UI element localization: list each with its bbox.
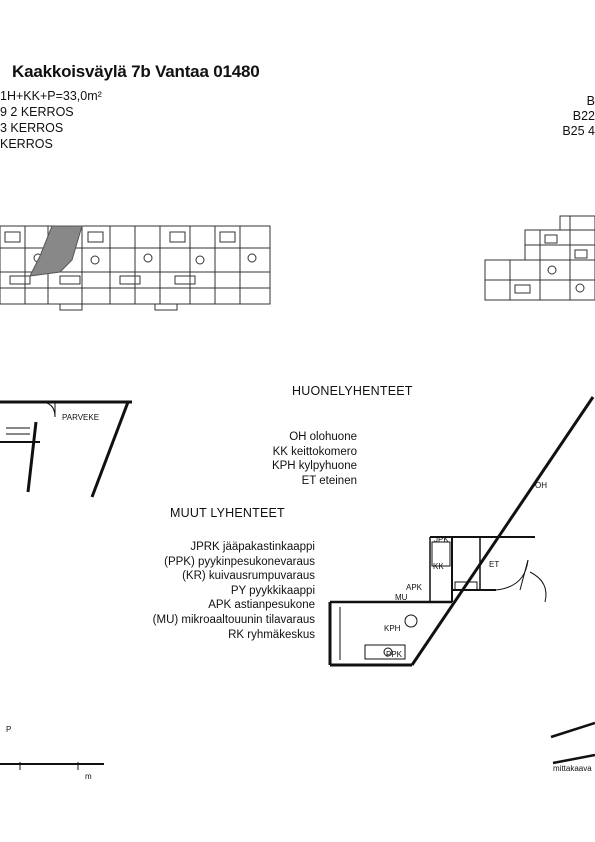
other-legend-item: (PPK) pyykinpesukonevaraus bbox=[164, 555, 315, 568]
building-floor-plan-partial bbox=[484, 215, 595, 301]
room-legend-heading: HUONELYHENTEET bbox=[292, 384, 413, 398]
microwave-label: MU bbox=[395, 593, 408, 602]
other-legend-item: RK ryhmäkeskus bbox=[228, 628, 315, 641]
other-legend-heading: MUUT LYHENTEET bbox=[170, 506, 285, 520]
kitchenette-label: KK bbox=[433, 562, 444, 571]
bathroom-label: KPH bbox=[384, 624, 401, 633]
address-title: Kaakkoisväylä 7b Vantaa 01480 bbox=[12, 62, 260, 81]
living-room-label: OH bbox=[535, 481, 547, 490]
building-floor-plan bbox=[0, 225, 271, 311]
room-legend-list: OH olohuone KK keittokomero KPH kylpyhuo… bbox=[272, 430, 357, 488]
dishwasher-label: APK bbox=[406, 583, 423, 592]
apartment-type: 1H+KK+P=33,0m² bbox=[0, 89, 102, 103]
floor-line-2: 3 KERROS bbox=[0, 121, 64, 135]
north-arrow bbox=[550, 721, 595, 765]
balcony-plan bbox=[0, 400, 132, 498]
unit-codes: B B22 B25 4 bbox=[562, 94, 595, 139]
other-legend-item: PY pyykkikaappi bbox=[230, 584, 315, 597]
room-legend-item: OH olohuone bbox=[289, 431, 357, 443]
room-legend-item: KPH kylpyhuone bbox=[271, 460, 357, 473]
other-legend-item: APK astianpesukone bbox=[208, 599, 315, 612]
apartment-info: 1H+KK+P=33,0m² 9 2 KERROS 3 KERROS KERRO… bbox=[0, 88, 102, 152]
balcony-label: PARVEKE bbox=[62, 413, 100, 422]
washer-label: PPK bbox=[386, 650, 403, 659]
entrance-label: ET bbox=[489, 560, 500, 569]
unit-code-3: B25 4 bbox=[562, 124, 595, 138]
scale-marker: P bbox=[6, 725, 12, 734]
floor-line-1: 9 2 KERROS bbox=[0, 105, 74, 119]
unit-code-1: B bbox=[586, 94, 595, 108]
other-legend-list: JPRK jääpakastinkaappi (PPK) pyykinpesuk… bbox=[153, 540, 315, 642]
other-legend-item: (KR) kuivausrumpuvaraus bbox=[182, 570, 315, 583]
apartment-plan bbox=[328, 396, 595, 667]
scale-bar bbox=[0, 762, 104, 770]
floor-line-3: KERROS bbox=[0, 137, 53, 151]
unit-code-2: B22 bbox=[572, 109, 595, 123]
other-legend-item: (MU) mikroaaltouunin tilavaraus bbox=[152, 613, 315, 626]
scale-note: mittakaava bbox=[553, 764, 592, 773]
other-legend-item: JPRK jääpakastinkaappi bbox=[190, 541, 315, 553]
room-legend-item: ET eteinen bbox=[301, 474, 357, 487]
room-legend-item: KK keittokomero bbox=[272, 445, 357, 458]
scale-unit: m bbox=[85, 772, 92, 781]
fridge-label: JPK bbox=[434, 535, 449, 544]
highlighted-apartment bbox=[29, 225, 83, 277]
